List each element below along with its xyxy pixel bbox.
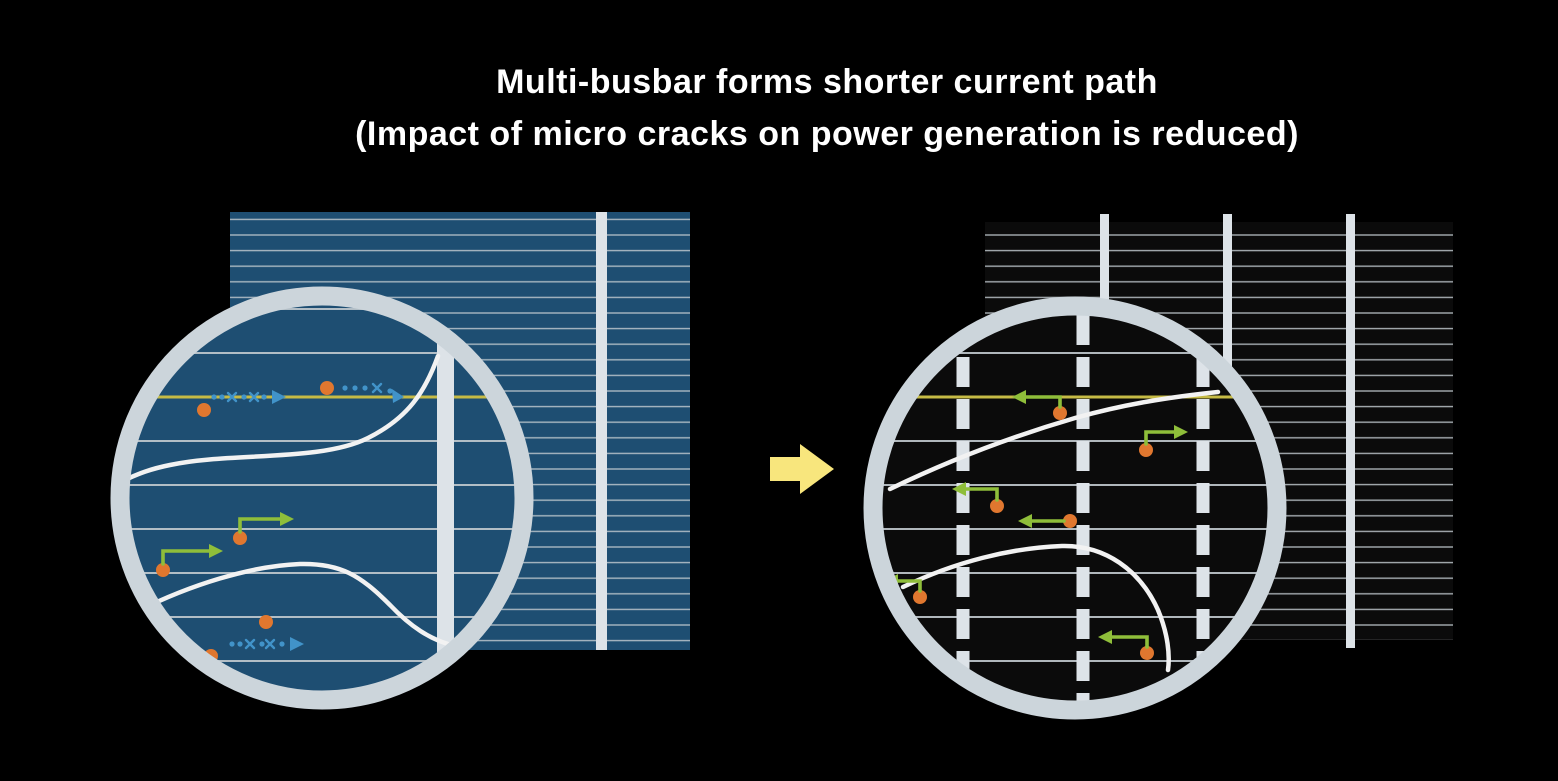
carrier-dot bbox=[1139, 443, 1153, 457]
carrier-dot bbox=[1140, 646, 1154, 660]
arrowhead-icon bbox=[1018, 514, 1032, 528]
short-current-path bbox=[1018, 514, 1077, 528]
transition-arrow-icon bbox=[770, 444, 834, 494]
arrowhead-icon bbox=[1174, 425, 1188, 439]
short-current-path bbox=[952, 482, 1004, 513]
carrier-dot bbox=[197, 403, 211, 417]
current-path-green bbox=[156, 544, 223, 577]
title-line2: (Impact of micro cracks on power generat… bbox=[355, 115, 1299, 153]
busbar bbox=[1346, 214, 1355, 648]
magnifier-ring-icon bbox=[110, 286, 534, 710]
arrowhead-icon bbox=[392, 389, 404, 403]
micro-crack bbox=[900, 543, 1171, 673]
magnifier-left bbox=[110, 286, 534, 710]
carrier-dot bbox=[259, 615, 273, 629]
arrowhead-icon bbox=[1012, 390, 1026, 404]
blocked-current-path-top bbox=[320, 381, 404, 403]
break-x-icon bbox=[371, 382, 383, 394]
busbar-magnified bbox=[437, 305, 454, 691]
short-current-path bbox=[1012, 390, 1067, 420]
magnifier-ring-icon bbox=[863, 296, 1287, 720]
diagram-title: Multi-busbar forms shorter current path … bbox=[96, 56, 1558, 160]
carrier-dot bbox=[233, 531, 247, 545]
arrowhead-icon bbox=[209, 544, 223, 558]
short-current-path bbox=[1139, 425, 1188, 457]
carrier-dot bbox=[1063, 514, 1077, 528]
break-x-icon bbox=[264, 638, 276, 650]
arrowhead-icon bbox=[272, 390, 286, 404]
magnifier-right bbox=[863, 296, 1287, 720]
carrier-dot bbox=[156, 563, 170, 577]
micro-crack bbox=[129, 353, 441, 482]
break-x-icon bbox=[248, 391, 260, 403]
title-line1: Multi-busbar forms shorter current path bbox=[496, 63, 1158, 101]
break-x-icon bbox=[226, 391, 238, 403]
carrier-dot bbox=[990, 499, 1004, 513]
break-x-icon bbox=[244, 638, 256, 650]
arrowhead-icon bbox=[952, 482, 966, 496]
blocked-current-path-left bbox=[197, 390, 286, 417]
arrowhead-icon bbox=[280, 512, 294, 526]
carrier-dot bbox=[320, 381, 334, 395]
short-current-path bbox=[1098, 630, 1154, 660]
carrier-dot bbox=[1053, 406, 1067, 420]
arrowhead-icon bbox=[1098, 630, 1112, 644]
carrier-dot bbox=[913, 590, 927, 604]
current-path-green bbox=[233, 512, 294, 545]
arrowhead-icon bbox=[290, 637, 304, 651]
micro-crack bbox=[887, 389, 1221, 492]
busbar bbox=[596, 212, 607, 650]
